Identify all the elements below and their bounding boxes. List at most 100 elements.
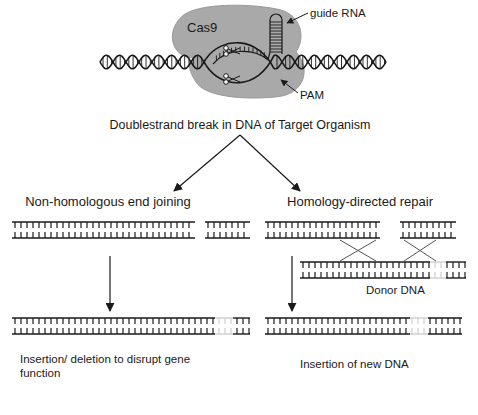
scissors-symbol xyxy=(224,74,240,85)
base-tick xyxy=(326,262,327,268)
base-tick xyxy=(432,232,433,238)
base-tick xyxy=(20,232,21,238)
base-tick xyxy=(434,272,435,278)
base-tick xyxy=(134,318,135,324)
base-tick xyxy=(122,232,123,238)
base-tick xyxy=(92,222,93,228)
base-pair xyxy=(270,40,282,41)
dna-fragment xyxy=(265,318,462,334)
base-pair xyxy=(350,57,351,67)
base-pair xyxy=(358,60,359,64)
base-tick xyxy=(428,262,429,268)
base-tick xyxy=(68,328,69,334)
base-tick xyxy=(236,328,237,334)
base-tick xyxy=(248,318,249,324)
base-tick xyxy=(32,232,33,238)
base-tick xyxy=(110,328,111,334)
base-tick xyxy=(62,232,63,238)
dna-strand xyxy=(430,277,446,278)
base-tick xyxy=(399,328,400,334)
base-tick xyxy=(450,222,451,228)
dna-strand xyxy=(274,55,386,68)
base-tick xyxy=(116,328,117,334)
base-tick xyxy=(327,318,328,324)
base-tick xyxy=(32,318,33,324)
base-tick xyxy=(297,328,298,334)
base-tick xyxy=(26,232,27,238)
base-pair xyxy=(324,57,325,67)
base-tick xyxy=(62,222,63,228)
dna-fragment xyxy=(205,222,250,238)
base-tick xyxy=(410,272,411,278)
base-tick xyxy=(188,328,189,334)
base-pair xyxy=(380,55,381,69)
base-tick xyxy=(164,222,165,228)
dna-strand xyxy=(100,55,206,68)
base-tick xyxy=(279,318,280,324)
dna-strand xyxy=(215,317,233,318)
scissors-blade xyxy=(228,48,240,53)
base-tick xyxy=(98,222,99,228)
base-tick xyxy=(459,318,460,324)
scissors-handle xyxy=(224,46,229,51)
base-tick xyxy=(122,222,123,228)
base-tick xyxy=(320,272,321,278)
base-tick xyxy=(458,272,459,278)
base-tick xyxy=(212,328,213,334)
base-tick xyxy=(422,262,423,268)
base-tick xyxy=(176,328,177,334)
dna-strand xyxy=(205,237,250,238)
base-tick xyxy=(213,222,214,228)
base-tick xyxy=(243,232,244,238)
dna-fragment xyxy=(400,222,456,238)
base-tick xyxy=(399,318,400,324)
base-tick xyxy=(432,222,433,228)
dna-strand xyxy=(100,55,206,68)
base-tick xyxy=(56,328,57,334)
base-pair xyxy=(111,60,112,65)
base-tick xyxy=(405,318,406,324)
base-tick xyxy=(369,328,370,334)
base-pair xyxy=(141,58,142,67)
scissors-blade xyxy=(228,49,240,54)
base-tick xyxy=(458,262,459,268)
base-pair xyxy=(103,57,104,66)
base-tick xyxy=(170,232,171,238)
base-pair xyxy=(270,31,282,32)
base-pair xyxy=(270,49,282,50)
base-tick xyxy=(315,232,316,238)
base-tick xyxy=(362,272,363,278)
base-tick xyxy=(56,232,57,238)
base-tick xyxy=(363,328,364,334)
base-tick xyxy=(80,328,81,334)
base-tick xyxy=(333,232,334,238)
base-tick xyxy=(339,318,340,324)
base-tick xyxy=(231,48,232,53)
base-tick xyxy=(279,232,280,238)
base-tick xyxy=(26,222,27,228)
base-tick xyxy=(375,222,376,228)
base-tick xyxy=(374,262,375,268)
base-tick xyxy=(235,47,236,52)
base-tick xyxy=(116,232,117,238)
base-tick xyxy=(291,328,292,334)
base-tick xyxy=(374,272,375,278)
base-tick xyxy=(86,222,87,228)
base-tick xyxy=(297,232,298,238)
base-tick xyxy=(363,318,364,324)
base-pair xyxy=(302,55,303,68)
base-pair xyxy=(133,55,134,69)
base-tick xyxy=(375,232,376,238)
base-tick xyxy=(50,222,51,228)
base-tick xyxy=(351,328,352,334)
base-tick xyxy=(356,262,357,268)
base-pair xyxy=(384,60,385,65)
base-tick xyxy=(104,232,105,238)
base-tick xyxy=(392,272,393,278)
base-tick xyxy=(420,222,421,228)
base-tick xyxy=(236,318,237,324)
base-tick xyxy=(345,328,346,334)
base-pair xyxy=(270,52,282,53)
base-pair xyxy=(375,57,376,66)
